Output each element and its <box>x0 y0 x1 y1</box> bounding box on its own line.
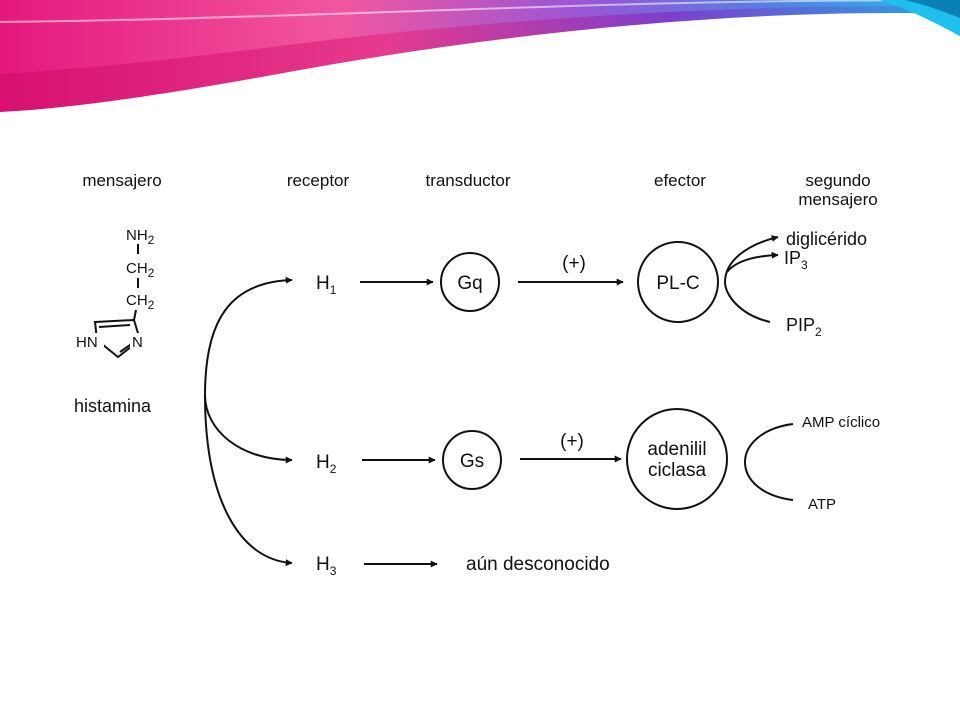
svg-text:H2: H2 <box>316 452 337 476</box>
transducer-gq-circle <box>440 252 500 312</box>
ch2-label: CH <box>126 292 148 309</box>
svg-text:NH2: NH2 <box>126 227 155 247</box>
second-messenger-ip3: IP <box>784 248 801 268</box>
receptor-h1-subscript: 1 <box>330 283 337 297</box>
svg-text:PIP2: PIP2 <box>786 315 822 339</box>
histamine-structure: NH2 CH2 CH2 HN N <box>74 227 155 359</box>
header-transductor: transductor <box>425 171 510 190</box>
effector-adenilil-label: adenilil <box>647 439 706 460</box>
ring-n-label: N <box>132 334 143 351</box>
branch-arrows <box>204 276 293 567</box>
svg-text:CH2: CH2 <box>126 292 155 312</box>
substrate-pip2: PIP <box>786 315 815 335</box>
banner-corner-dark <box>905 0 960 18</box>
receptor-h2-subscript: 2 <box>330 462 337 476</box>
receptor-h3: H <box>316 554 330 575</box>
arrow-to-diglicerido <box>723 235 779 323</box>
arrow-to-h1 <box>204 276 293 396</box>
ip3-subscript: 3 <box>801 258 808 272</box>
transducer-gs-circle <box>442 430 502 490</box>
transducer-gs-label: Gs <box>460 451 484 472</box>
second-messenger-amp-ciclico: AMP cíclico <box>802 414 880 431</box>
receptor-h2: H <box>316 452 330 473</box>
arrow-to-h2 <box>204 394 293 464</box>
unknown-label: aún desconocido <box>466 554 610 575</box>
svg-text:H3: H3 <box>316 554 337 578</box>
header-segundo: segundo <box>805 171 870 190</box>
double-bond <box>98 324 131 328</box>
nh2-subscript: 2 <box>148 233 155 247</box>
svg-text:H1: H1 <box>316 273 337 297</box>
receptor-h1: H <box>316 273 330 294</box>
pip2-subscript: 2 <box>815 325 822 339</box>
ch2-subscript: 2 <box>148 266 155 280</box>
banner-band-upper <box>0 0 960 74</box>
effector-plc-label: PL-C <box>656 273 699 294</box>
substrate-atp: ATP <box>808 496 836 513</box>
svg-text:CH2: CH2 <box>126 260 155 280</box>
label-mask <box>130 333 146 349</box>
effector-adenilil-circle <box>626 408 728 510</box>
arrow-to-ip3 <box>726 251 779 273</box>
nh2-label: NH <box>126 227 148 244</box>
transducer-gq-label: Gq <box>457 273 482 294</box>
banner-highlight <box>0 0 960 23</box>
plc-reaction <box>723 235 779 323</box>
histamina-label: histamina <box>74 396 152 416</box>
ring-hn-label: HN <box>76 334 98 351</box>
effector-plc-circle <box>637 241 719 323</box>
second-messenger-diglicerido: diglicérido <box>786 229 867 249</box>
effector-ciclasa-label: ciclasa <box>648 460 707 481</box>
arrow-to-h3 <box>204 394 293 567</box>
ch2-subscript: 2 <box>148 298 155 312</box>
bond-line <box>133 309 137 321</box>
header-mensajero: mensajero <box>82 171 161 190</box>
label-mask <box>74 333 104 349</box>
header-banner <box>0 0 960 112</box>
ch2-label: CH <box>126 260 148 277</box>
activation-plus-top: (+) <box>562 253 586 274</box>
adenilil-reaction-curve <box>743 423 794 501</box>
header-mensajero-2: mensajero <box>798 190 877 209</box>
header-efector: efector <box>654 171 706 190</box>
header-receptor: receptor <box>287 171 350 190</box>
activation-plus-bottom: (+) <box>560 431 584 452</box>
receptor-h3-subscript: 3 <box>330 564 337 578</box>
svg-text:IP3: IP3 <box>784 248 808 272</box>
